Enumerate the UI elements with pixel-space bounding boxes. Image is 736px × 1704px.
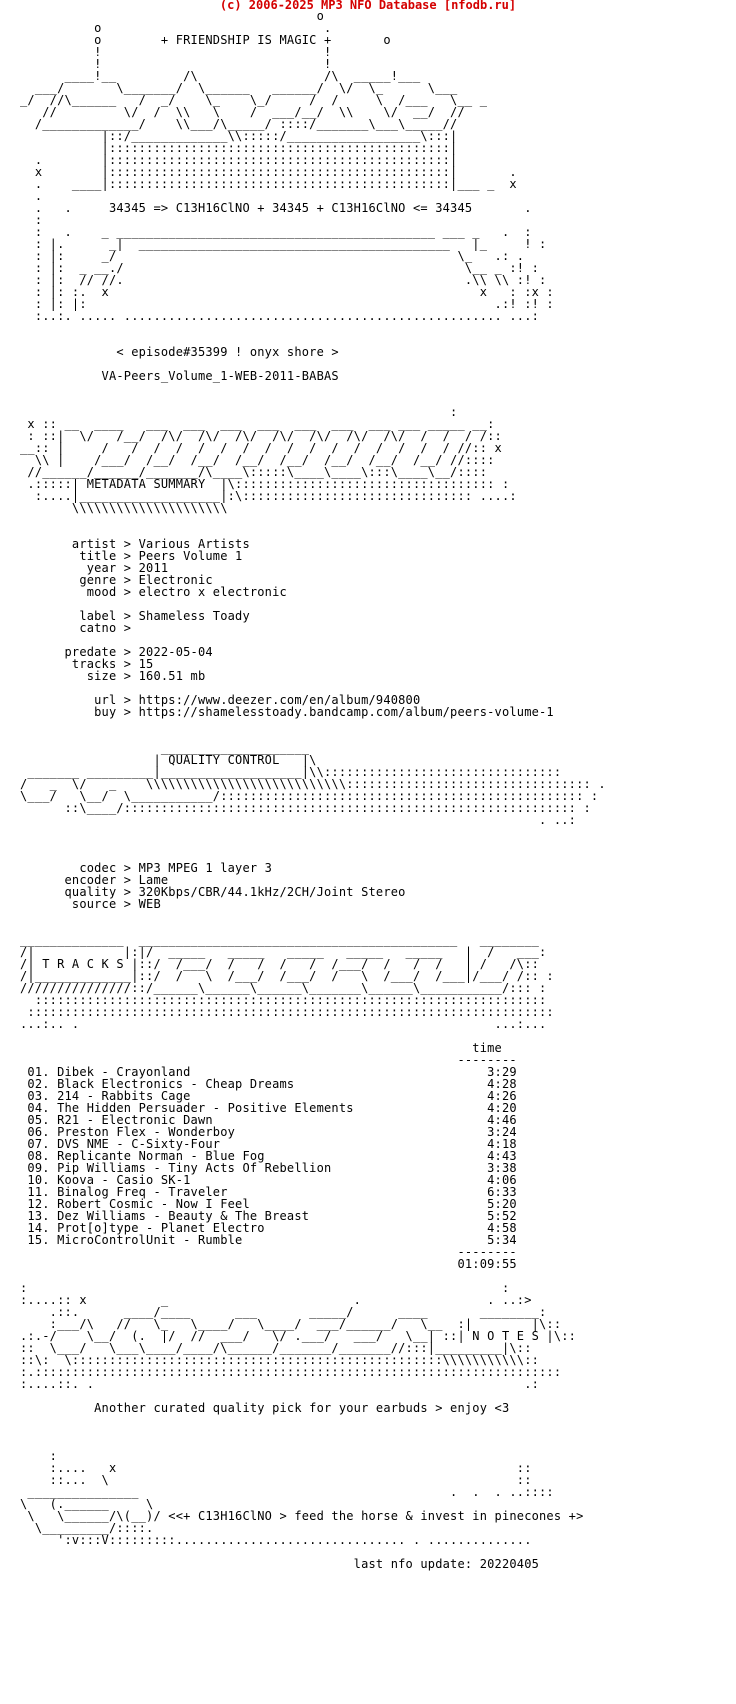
nfo-content: o o . o + FRIENDSHIP IS MAGIC + o ! ! ! …: [20, 9, 606, 1571]
site-credit: (c) 2006-2025 MP3 NFO Database [nfodb.ru…: [219, 0, 517, 12]
